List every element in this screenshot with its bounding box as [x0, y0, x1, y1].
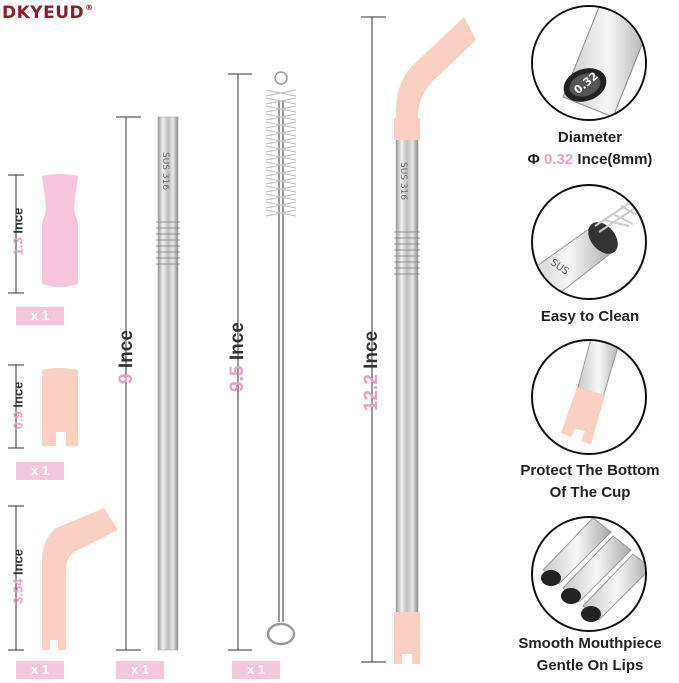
tip1-qty-badge: x 1 — [16, 307, 64, 325]
tip3-dimension-line — [8, 505, 24, 651]
protect-feature-label: Protect The Bottom Of The Cup — [490, 460, 679, 504]
diameter-title: Diameter — [557, 129, 623, 146]
straight-straw-qty-badge: x 1 — [116, 661, 164, 679]
clean-feature-label: Easy to Clean — [540, 308, 640, 325]
bent-straw — [394, 17, 476, 664]
brand-name: DKYEUD — [2, 3, 85, 23]
bent-straw-length-unit: Ince — [361, 330, 382, 369]
brush-length-number: 9.5 — [227, 365, 248, 392]
diameter-phi: Φ — [527, 151, 545, 168]
straight-straw-length-label: 9 Ince — [116, 297, 138, 417]
diameter-value-line: Φ 0.32 Ince(8mm) — [490, 149, 679, 171]
tip3-length-label: 3.54 Ince — [11, 527, 26, 627]
bent-silicone-tip — [42, 508, 118, 650]
bent-straw-dimension-line — [361, 16, 386, 663]
bent-straw-engraving: SUS 316 — [398, 162, 408, 200]
diameter-unit: Ince(8mm) — [573, 151, 653, 168]
protect-line2: Of The Cup — [549, 484, 631, 501]
diameter-value: 0.32 — [544, 151, 574, 168]
cleaning-brush — [265, 71, 297, 646]
mouthpiece-line1: Smooth Mouthpiece — [518, 635, 662, 652]
brush-dimension-line — [228, 73, 252, 651]
tip1-length-number: 1.3 — [10, 237, 26, 256]
tip2-length-label: 0.9 Ince — [11, 356, 26, 456]
protect-line1: Protect The Bottom — [520, 462, 660, 479]
brand-reg-mark: ® — [85, 3, 94, 12]
short-silicone-tip — [42, 368, 78, 446]
straw-opening-icon: 0.32 — [533, 7, 645, 119]
tip2-length-unit: Ince — [10, 381, 26, 408]
tip1-dimension-line — [8, 174, 24, 294]
straw-dimension-line — [116, 116, 141, 651]
tip2-length-number: 0.9 — [10, 411, 26, 430]
brush-in-straw-icon: SUS — [533, 197, 642, 298]
straight-straw-engraving: SUS 316 — [160, 152, 170, 190]
pink-silicone-tip — [42, 174, 78, 287]
tip3-length-unit: Ince — [10, 549, 26, 576]
diameter-feature-label: Diameter Φ 0.32 Ince(8mm) — [490, 127, 679, 171]
straight-straw-length-unit: Ince — [116, 330, 137, 369]
bent-straw-length-label: 12.2 Ince — [361, 311, 383, 431]
bent-straw-length-number: 12.2 — [361, 374, 382, 412]
tip2-qty-badge: x 1 — [16, 462, 64, 480]
tip3-qty-badge: x 1 — [16, 661, 64, 679]
straight-straw — [156, 116, 180, 651]
brush-length-unit: Ince — [227, 322, 248, 361]
diameter-closeup-circle: 0.32 — [531, 5, 647, 121]
mouthpiece-line2: Gentle On Lips — [536, 657, 644, 674]
brand-logo: DKYEUD® — [2, 3, 94, 23]
mouthpiece-feature-label: Smooth Mouthpiece Gentle On Lips — [490, 633, 679, 677]
brush-length-label: 9.5 Ince — [227, 297, 249, 417]
tip3-length-number: 3.54 — [10, 578, 26, 604]
straw-ends-icon — [541, 518, 645, 622]
straw-tip-icon — [561, 341, 621, 445]
tip2-dimension-line — [8, 364, 24, 449]
protect-closeup-circle — [531, 339, 647, 455]
mouthpiece-closeup-circle — [531, 516, 647, 632]
clean-closeup-circle: SUS — [531, 184, 647, 300]
tip1-length-label: 1.3 Ince — [11, 182, 26, 282]
tip1-length-unit: Ince — [10, 207, 26, 234]
straight-straw-length-number: 9 — [116, 373, 137, 384]
brush-qty-badge: x 1 — [232, 661, 280, 679]
